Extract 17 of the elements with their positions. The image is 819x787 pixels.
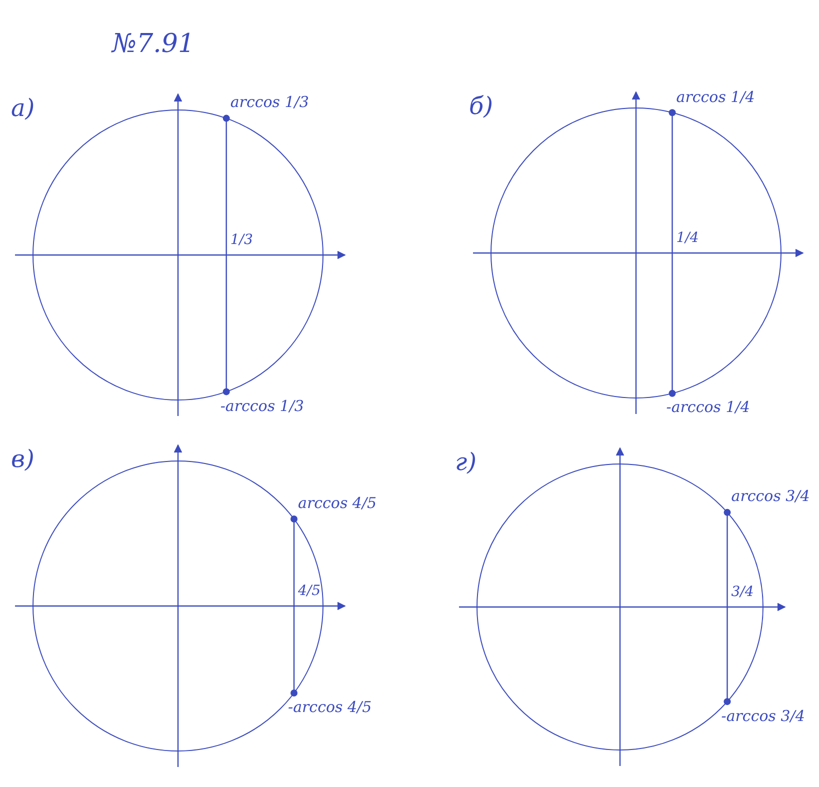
cosine-value: 1/3: [230, 233, 253, 248]
part-label: а): [11, 95, 35, 122]
part-label: в): [11, 446, 34, 472]
cosine-value: 1/4: [676, 231, 699, 246]
cosine-value: 3/4: [731, 585, 754, 600]
point-label: -arccos 3/4: [721, 708, 805, 724]
part-label: б): [469, 93, 494, 120]
part-label: г): [455, 449, 476, 476]
point-label: -arccos 1/4: [666, 399, 750, 416]
point-label: arccos 3/4: [731, 488, 810, 505]
point-label: arccos 1/3: [230, 94, 309, 111]
point-label: arccos 4/5: [298, 495, 377, 512]
point-label: -arccos 4/5: [288, 699, 372, 716]
point-label: arccos 1/4: [676, 88, 755, 106]
problem-number: №7.91: [112, 30, 194, 59]
cosine-value: 4/5: [298, 584, 321, 600]
point-label: -arccos 1/3: [220, 398, 304, 414]
